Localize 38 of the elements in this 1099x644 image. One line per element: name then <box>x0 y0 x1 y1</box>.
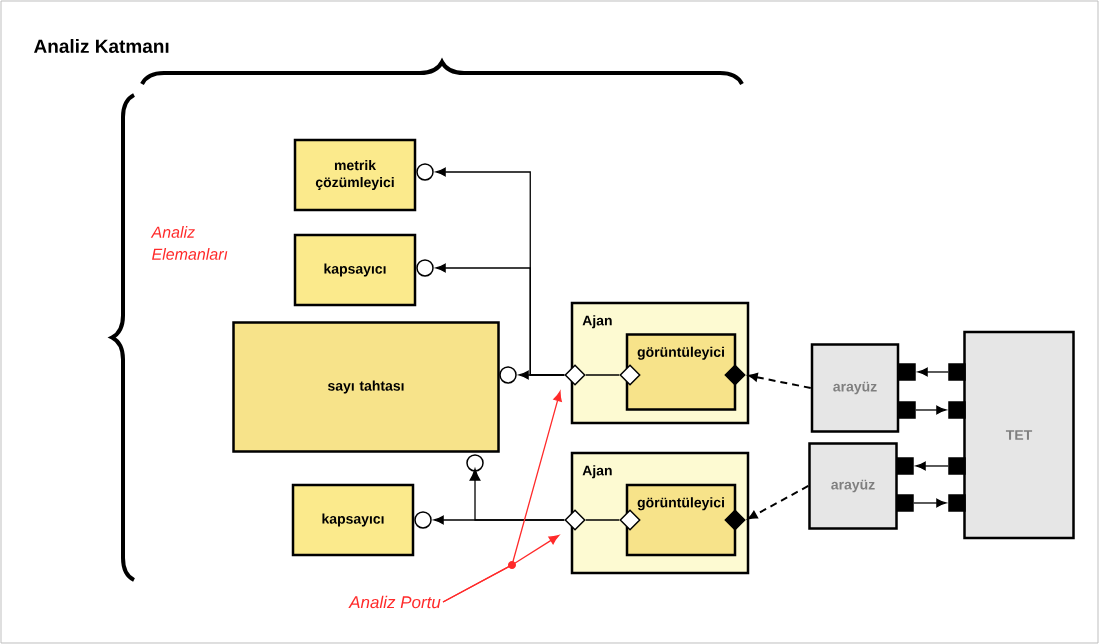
port-diamond <box>564 509 586 531</box>
connector <box>913 498 947 508</box>
port-diamond <box>619 509 641 531</box>
connector <box>917 367 949 377</box>
connector <box>469 468 565 521</box>
leader-line <box>442 535 560 603</box>
interface-box: arayüz <box>810 343 900 433</box>
connector <box>585 374 620 376</box>
port-circle <box>416 259 434 277</box>
port-circle <box>499 366 517 384</box>
port-diamond <box>619 364 641 386</box>
title: Analiz Katmanı <box>34 39 169 53</box>
port-diamond <box>724 364 746 386</box>
connector <box>915 461 949 471</box>
port-circle <box>416 163 434 181</box>
component-box: kapsayıcı <box>291 483 415 557</box>
port-circle <box>414 511 432 529</box>
port-square <box>898 401 916 419</box>
viewer-box: görüntüleyici <box>625 483 737 557</box>
interface-box: arayüz <box>808 442 898 530</box>
port-diamond <box>724 509 746 531</box>
connector <box>748 485 810 520</box>
port-square <box>896 494 914 512</box>
port-square <box>948 363 966 381</box>
component-box: sayı tahtası <box>232 321 500 453</box>
system-box: TET <box>963 330 1075 540</box>
component-box: metrik çözümleyici <box>293 138 417 212</box>
component-box: kapsayıcı <box>293 233 417 307</box>
connector <box>585 519 620 521</box>
port-caption: Analiz Portu <box>348 595 441 609</box>
port-diamond <box>564 364 586 386</box>
group-label: Analiz Elemanları <box>150 226 228 260</box>
port-square <box>948 457 966 475</box>
viewer-box: görüntüleyici <box>625 333 737 411</box>
connector <box>518 370 565 380</box>
connector <box>915 405 947 415</box>
connector <box>748 373 812 389</box>
port-circle <box>466 454 484 472</box>
